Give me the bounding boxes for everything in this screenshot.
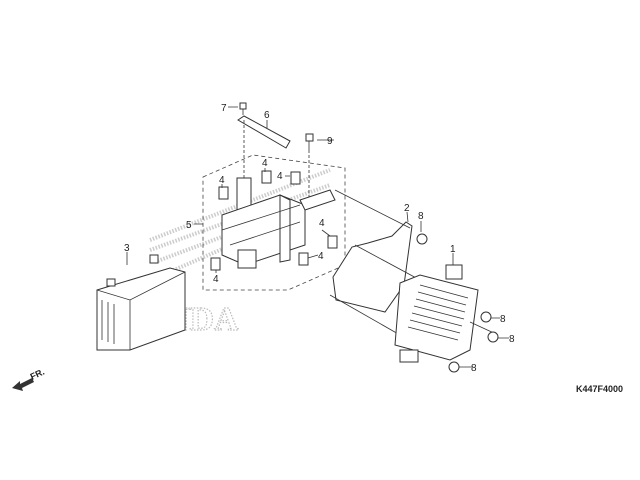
- pad-4: [290, 171, 301, 185]
- front-direction-arrow-icon: [12, 378, 34, 391]
- callout-6[interactable]: 6: [264, 110, 270, 121]
- pad-4: [261, 170, 272, 184]
- nut-8: [416, 233, 428, 245]
- callout-4[interactable]: 4: [319, 218, 325, 229]
- strap-6: [237, 115, 291, 149]
- callout-8[interactable]: 8: [471, 363, 477, 374]
- battery-3: [96, 254, 186, 351]
- nut-8: [487, 331, 499, 343]
- pad-4: [298, 252, 309, 266]
- pad-4: [218, 186, 229, 200]
- callout-8[interactable]: 8: [500, 314, 506, 325]
- callout-7[interactable]: 7: [221, 103, 227, 114]
- leader-lines: [126, 106, 509, 368]
- bolt-7: [239, 102, 247, 115]
- bolt-9: [305, 133, 314, 200]
- callout-4[interactable]: 4: [213, 274, 219, 285]
- pad-4: [327, 235, 338, 249]
- callout-2[interactable]: 2: [404, 203, 410, 214]
- callout-4[interactable]: 4: [262, 158, 268, 169]
- callout-5[interactable]: 5: [186, 220, 192, 231]
- callout-1[interactable]: 1: [450, 244, 456, 255]
- callout-8[interactable]: 8: [509, 334, 515, 345]
- battery-box: [221, 177, 336, 269]
- pad-4: [210, 257, 221, 271]
- bracket-2: [329, 189, 421, 336]
- callout-4[interactable]: 4: [318, 251, 324, 262]
- nut-8: [448, 361, 460, 373]
- callout-3[interactable]: 3: [124, 243, 130, 254]
- callout-9[interactable]: 9: [327, 136, 333, 147]
- callout-8[interactable]: 8: [418, 211, 424, 222]
- front-direction-label: FR.: [29, 367, 46, 382]
- callout-4[interactable]: 4: [219, 175, 225, 186]
- nut-8: [480, 311, 492, 323]
- regulator-rectifier-1: [394, 264, 497, 363]
- diagram-code: K447F4000: [576, 384, 623, 394]
- callout-4[interactable]: 4: [277, 171, 283, 182]
